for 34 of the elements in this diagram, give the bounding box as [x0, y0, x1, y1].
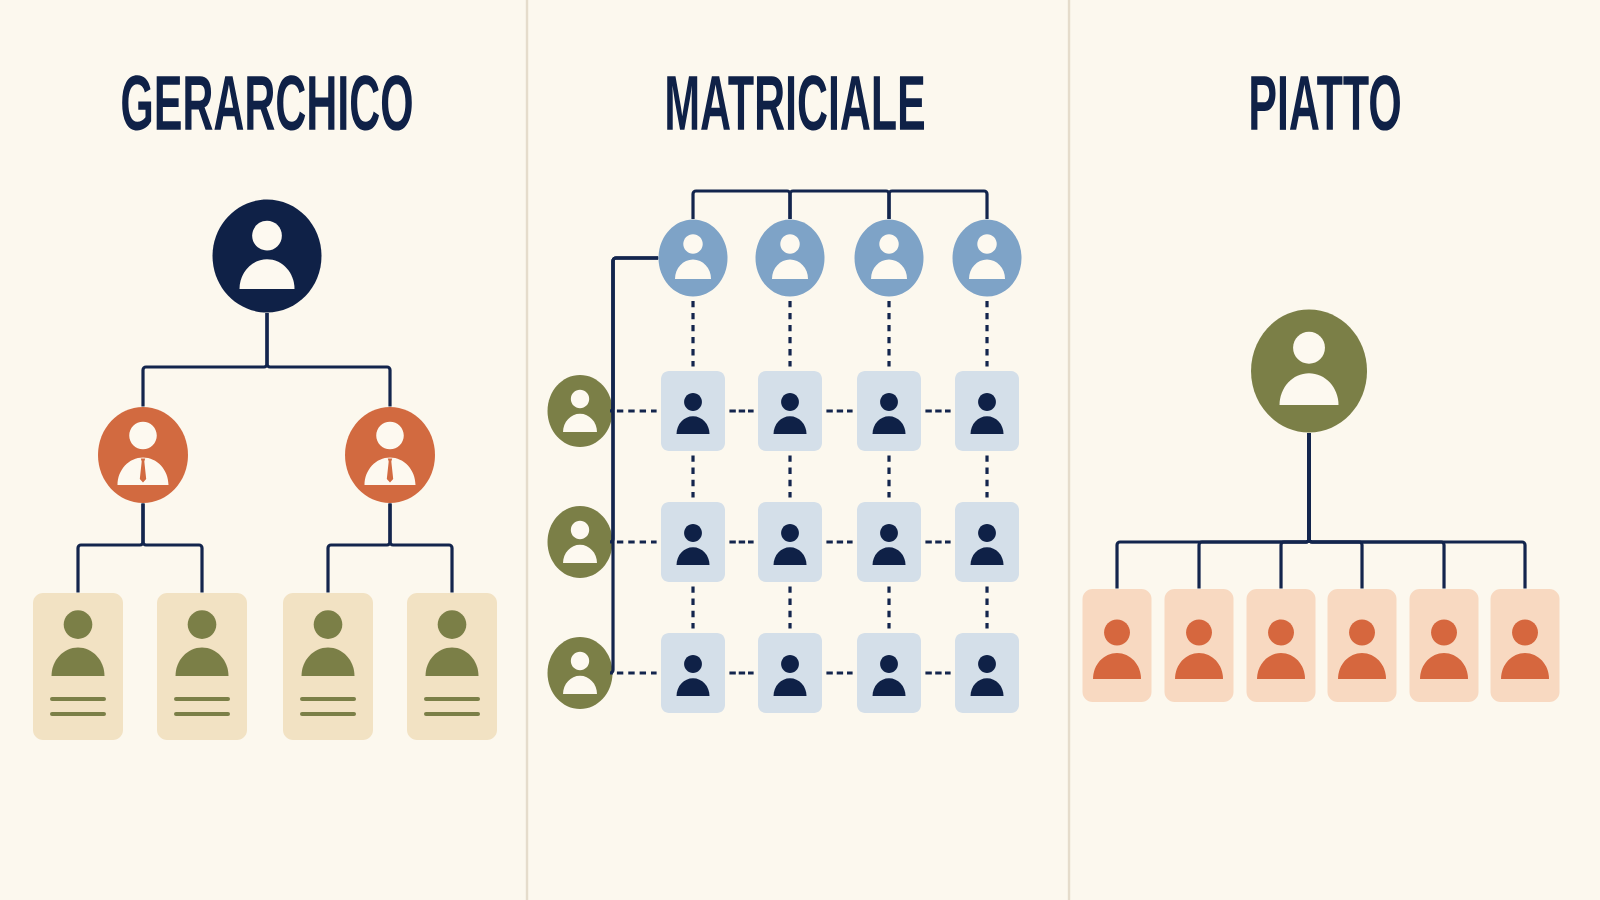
dashed-line [826, 540, 853, 544]
connector-line [608, 256, 659, 675]
dashed-line [788, 586, 792, 629]
dashed-line [887, 455, 891, 498]
connector-line [691, 189, 792, 220]
connector-line [788, 189, 891, 220]
dashed-line [616, 409, 657, 413]
connector-line [388, 503, 454, 593]
dashed-line [985, 300, 989, 367]
dashed-line [887, 586, 891, 629]
dashed-line [985, 455, 989, 498]
connector-line [265, 312, 392, 407]
dashed-line [616, 671, 657, 675]
dashed-line [691, 300, 695, 367]
dashed-line [985, 586, 989, 629]
heading: MATRICIALE [667, 75, 924, 131]
connector-line [1307, 432, 1527, 589]
dashed-line [788, 455, 792, 498]
dashed-line [826, 409, 853, 413]
dashed-line [729, 540, 754, 544]
dashed-line [616, 540, 657, 544]
heading: PIATTO [1251, 75, 1400, 131]
dashed-line [925, 540, 951, 544]
dashed-line [691, 455, 695, 498]
dashed-line [887, 300, 891, 367]
dashed-line [691, 586, 695, 629]
dashed-line [729, 671, 754, 675]
dashed-line [729, 409, 754, 413]
dashed-line [925, 409, 951, 413]
dashed-line [925, 671, 951, 675]
dashed-line [788, 300, 792, 367]
dashed-line [826, 671, 853, 675]
connector-line [887, 189, 989, 220]
connector-line [141, 503, 204, 593]
